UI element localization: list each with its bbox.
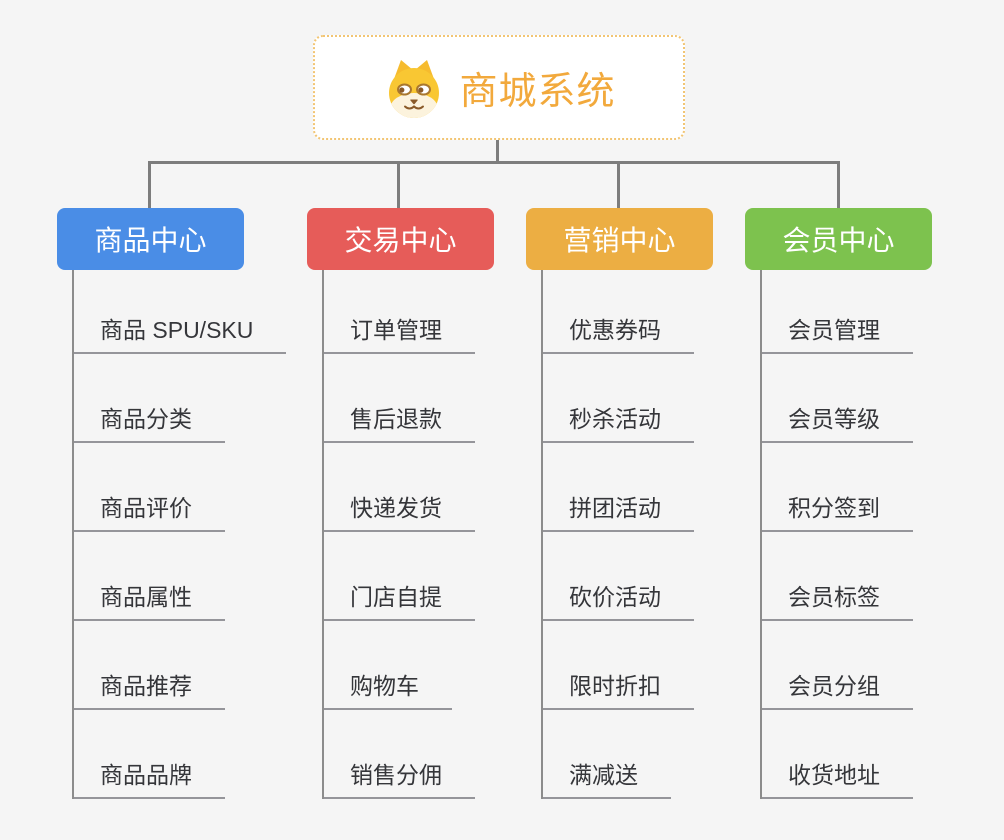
branch-header-member[interactable]: 会员中心 bbox=[745, 208, 932, 270]
leaf-node[interactable]: 订单管理 bbox=[324, 314, 475, 354]
leaf-node[interactable]: 秒杀活动 bbox=[543, 403, 694, 443]
leaf-node[interactable]: 售后退款 bbox=[324, 403, 475, 443]
leaf-node[interactable]: 商品推荐 bbox=[74, 670, 225, 710]
connector-drop-trade bbox=[397, 161, 400, 208]
root-node[interactable]: 商城系统 bbox=[313, 35, 685, 140]
leaf-node[interactable]: 积分签到 bbox=[762, 492, 913, 532]
branch-column-trade: 订单管理 售后退款 快递发货 门店自提 购物车 销售分佣 bbox=[322, 270, 475, 799]
branch-column-goods: 商品 SPU/SKU 商品分类 商品评价 商品属性 商品推荐 商品品牌 bbox=[72, 270, 287, 799]
leaf-node[interactable]: 销售分佣 bbox=[324, 759, 475, 799]
leaf-node[interactable]: 商品属性 bbox=[74, 581, 225, 621]
leaf-node[interactable]: 拼团活动 bbox=[543, 492, 694, 532]
leaf-node[interactable]: 购物车 bbox=[324, 670, 452, 710]
leaf-node[interactable]: 满减送 bbox=[543, 759, 671, 799]
leaf-node[interactable]: 会员标签 bbox=[762, 581, 913, 621]
connector-drop-marketing bbox=[617, 161, 620, 208]
connector-bus bbox=[148, 161, 840, 164]
leaf-node[interactable]: 会员等级 bbox=[762, 403, 913, 443]
leaf-node[interactable]: 砍价活动 bbox=[543, 581, 694, 621]
connector-root-drop bbox=[496, 140, 499, 163]
branch-header-marketing[interactable]: 营销中心 bbox=[526, 208, 713, 270]
leaf-node[interactable]: 门店自提 bbox=[324, 581, 475, 621]
leaf-node[interactable]: 快递发货 bbox=[324, 492, 475, 532]
branch-column-member: 会员管理 会员等级 积分签到 会员标签 会员分组 收货地址 bbox=[760, 270, 913, 799]
leaf-node[interactable]: 限时折扣 bbox=[543, 670, 694, 710]
connector-drop-goods bbox=[148, 161, 151, 208]
leaf-node[interactable]: 会员分组 bbox=[762, 670, 913, 710]
leaf-node[interactable]: 商品品牌 bbox=[74, 759, 225, 799]
leaf-node[interactable]: 会员管理 bbox=[762, 314, 913, 354]
branch-column-marketing: 优惠券码 秒杀活动 拼团活动 砍价活动 限时折扣 满减送 bbox=[541, 270, 694, 799]
branch-header-goods[interactable]: 商品中心 bbox=[57, 208, 244, 270]
dog-face-icon bbox=[389, 59, 440, 118]
leaf-node[interactable]: 商品 SPU/SKU bbox=[74, 314, 287, 354]
leaf-node[interactable]: 收货地址 bbox=[762, 759, 913, 799]
leaf-node[interactable]: 商品分类 bbox=[74, 403, 225, 443]
leaf-node[interactable]: 优惠券码 bbox=[543, 314, 694, 354]
connector-drop-member bbox=[837, 161, 840, 208]
leaf-node[interactable]: 商品评价 bbox=[74, 492, 225, 532]
root-title: 商城系统 bbox=[459, 71, 616, 113]
branch-header-trade[interactable]: 交易中心 bbox=[307, 208, 494, 270]
